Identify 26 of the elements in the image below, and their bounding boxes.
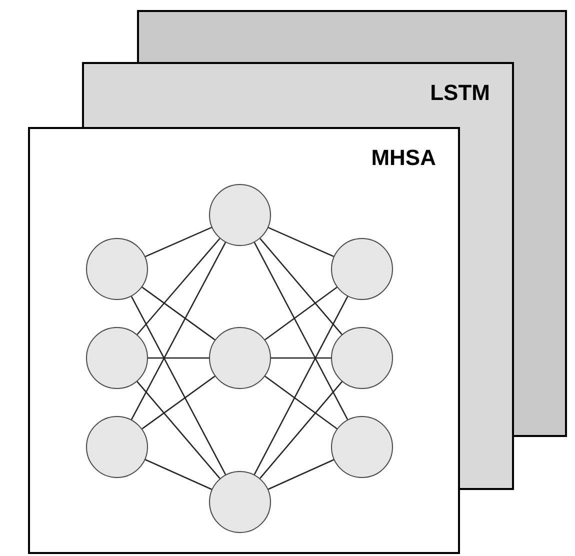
connection-line xyxy=(130,296,226,475)
neuron-circle xyxy=(86,327,148,389)
connection-line xyxy=(268,459,334,490)
connection-line xyxy=(136,381,220,479)
neuron-circle xyxy=(209,471,271,533)
neuron-circle xyxy=(331,327,393,389)
card-title: MHSA xyxy=(371,145,436,171)
connection-line xyxy=(268,226,334,258)
connection-line xyxy=(264,376,338,430)
connection-line xyxy=(142,376,216,430)
connection-line xyxy=(254,242,348,420)
layer-card xyxy=(28,127,460,554)
connection-line xyxy=(260,238,342,335)
connection-line xyxy=(148,357,209,359)
layer-card xyxy=(137,10,567,62)
connection-line xyxy=(136,238,220,335)
layer-card xyxy=(82,62,514,127)
card-title: LSTM xyxy=(430,80,490,106)
connection-line xyxy=(260,381,342,479)
connection-line xyxy=(264,286,338,340)
connection-line xyxy=(254,296,348,475)
connection-line xyxy=(271,357,331,359)
connection-line xyxy=(130,242,226,420)
connection-line xyxy=(142,286,216,340)
connection-line xyxy=(145,226,212,258)
connection-line xyxy=(145,459,212,490)
